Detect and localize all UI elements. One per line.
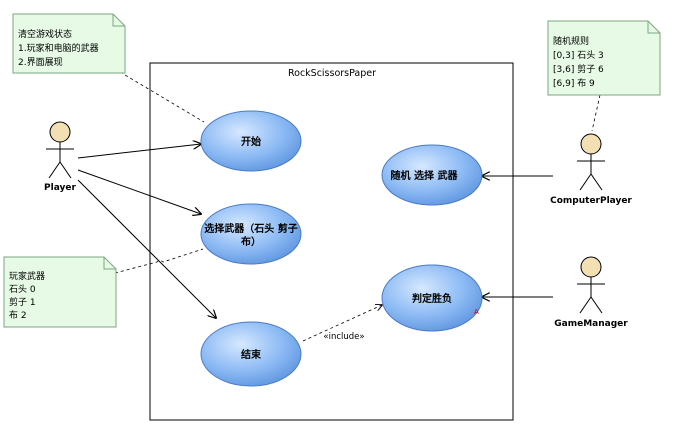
note-link-player-weapon [114, 248, 204, 274]
system-title: RockScissorsPaper [288, 68, 376, 79]
note-link-clear [119, 71, 205, 123]
usecase-choose-weapon[interactable]: 选择武器（石头 剪子 布） [200, 203, 302, 265]
include-dependency: «include» [302, 305, 382, 342]
note-weapon-line-1: 玩家武器 [9, 270, 45, 282]
assoc-player-start [77, 144, 201, 159]
note-weapon-line-2: 石头 0 [9, 284, 36, 295]
actor-player-label: Player [44, 183, 76, 193]
usecase-judge[interactable]: 判定胜负 A [381, 264, 483, 332]
usecase-choose-label-2: 布） [241, 235, 261, 248]
usecase-start-label: 开始 [241, 135, 261, 148]
usecase-end[interactable]: 结束 [200, 321, 302, 387]
judge-marker: A [474, 308, 479, 316]
actor-computer-player[interactable] [577, 133, 605, 191]
actor-player[interactable] [46, 121, 74, 179]
note-weapon-line-4: 布 2 [9, 309, 27, 321]
note-link-random [591, 94, 601, 132]
note-player-weapon: 玩家武器 石头 0 剪子 1 布 2 [3, 256, 117, 328]
usecase-choose-label-1: 选择武器（石头 剪子 [204, 222, 297, 235]
note-random-line-3: [3,6] 剪子 6 [553, 63, 604, 75]
usecase-random-weapon[interactable]: 随机 选择 武器 [381, 144, 483, 206]
assoc-player-choose [77, 169, 201, 214]
note-clear-state: 清空游戏状态 1.玩家和电脑的武器 2.界面展现 [12, 13, 126, 74]
include-label: «include» [323, 332, 364, 342]
actor-computer-label: ComputerPlayer [550, 196, 632, 206]
actor-manager-label: GameManager [554, 319, 628, 329]
assoc-player-end [77, 179, 216, 318]
note-random-line-4: [6,9] 布 9 [553, 77, 595, 89]
usecase-judge-label: 判定胜负 [412, 292, 452, 305]
note-clear-line-3: 2.界面展现 [18, 57, 63, 68]
actor-game-manager[interactable] [577, 256, 605, 314]
note-random-line-2: [0,3] 石头 3 [553, 50, 604, 61]
note-random-rule: 随机规则 [0,3] 石头 3 [3,6] 剪子 6 [6,9] 布 9 [547, 20, 661, 96]
note-weapon-line-3: 剪子 1 [9, 296, 36, 308]
usecase-end-label: 结束 [241, 348, 262, 361]
note-clear-line-2: 1.玩家和电脑的武器 [18, 42, 99, 54]
note-random-line-1: 随机规则 [553, 35, 589, 47]
usecase-start[interactable]: 开始 [200, 110, 302, 172]
note-clear-line-1: 清空游戏状态 [18, 28, 72, 40]
usecase-random-label: 随机 选择 武器 [391, 169, 459, 182]
